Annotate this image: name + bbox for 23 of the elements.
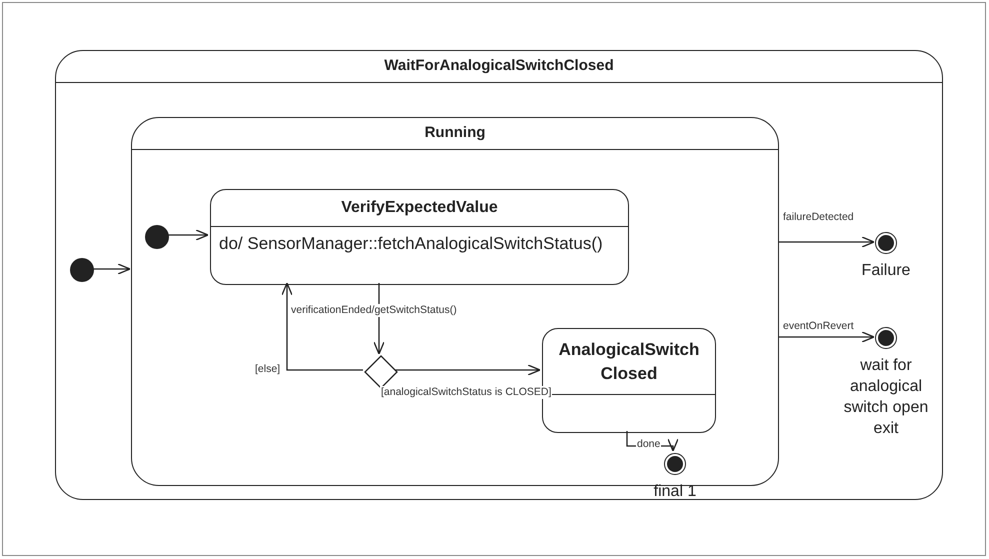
initial-state [70,258,94,282]
state-title: VerifyExpectedValue [341,198,498,218]
transition-arrow [395,364,541,376]
edge-label: [analogicalSwitchStatus is CLOSED] [380,386,552,399]
final-state [875,232,897,254]
edge-label: verificationEnded/getSwitchStatus() [290,304,458,317]
state-box [210,189,629,285]
transition-arrow [778,236,875,248]
transition-arrow [778,331,875,343]
transition-arrow [93,263,131,275]
final-state [664,453,686,475]
final-state [875,327,897,349]
state-name: wait for analogical switch open exit [842,356,930,439]
state-title: WaitForAnalogicalSwitchClosed [384,56,614,76]
state-name: Failure [860,261,912,281]
initial-state [145,225,169,249]
transition-arrow [281,282,363,371]
transition-arrow [167,229,209,241]
state-title: Running [424,123,486,144]
do-activity: do/ SensorManager::fetchAnalogicalSwitchStatus() [219,234,603,253]
edge-label: [else] [254,363,282,376]
decision-diamond [365,356,397,388]
state-title: AnalogicalSwitch Closed [558,338,700,384]
